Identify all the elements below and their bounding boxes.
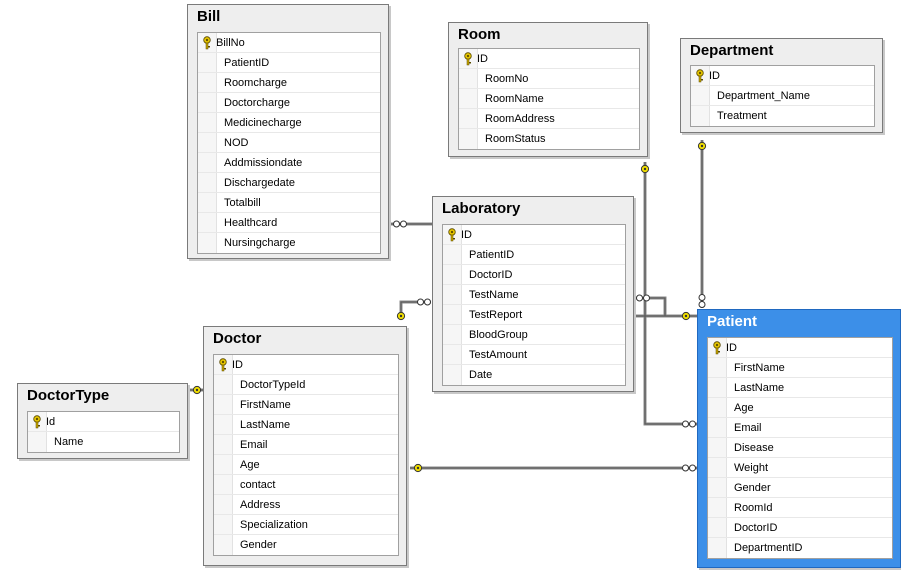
column-row[interactable]: Email bbox=[214, 435, 398, 455]
column-row[interactable]: TestName bbox=[443, 285, 625, 305]
table-department[interactable]: Department ID Department_Name Treatment bbox=[680, 38, 883, 133]
table-bill[interactable]: Bill BillNo PatientID Roomcharge Doctorc… bbox=[187, 4, 389, 259]
column-row[interactable]: DoctorID bbox=[443, 265, 625, 285]
column-row[interactable]: Medicinecharge bbox=[198, 113, 380, 133]
column-row[interactable]: RoomName bbox=[459, 89, 639, 109]
primary-key-icon bbox=[464, 52, 472, 66]
column-row[interactable]: Nursingcharge bbox=[198, 233, 380, 253]
column-row[interactable]: contact bbox=[214, 475, 398, 495]
rel-room-patient[interactable] bbox=[643, 162, 697, 426]
column-row[interactable]: BloodGroup bbox=[443, 325, 625, 345]
column-row[interactable]: Date bbox=[443, 365, 625, 385]
column-row[interactable]: BillNo bbox=[198, 33, 380, 53]
column-row[interactable]: RoomNo bbox=[459, 69, 639, 89]
table-patient[interactable]: Patient ID FirstName LastName Age Email … bbox=[697, 309, 901, 568]
primary-key-icon bbox=[219, 358, 227, 372]
column-row[interactable]: Id bbox=[28, 412, 179, 432]
column-list: Id Name bbox=[27, 411, 180, 453]
column-list: ID Department_Name Treatment bbox=[690, 65, 875, 127]
many-end-icon bbox=[636, 294, 650, 302]
table-title: Doctor bbox=[213, 330, 262, 347]
column-list: ID FirstName LastName Age Email Disease … bbox=[707, 337, 893, 559]
column-row[interactable]: RoomAddress bbox=[459, 109, 639, 129]
table-doctor[interactable]: Doctor ID DoctorTypeId FirstName LastNam… bbox=[203, 326, 407, 566]
one-end-icon bbox=[697, 141, 707, 151]
column-row[interactable]: DoctorID bbox=[708, 518, 892, 538]
primary-key-icon bbox=[203, 36, 211, 50]
column-row[interactable]: Addmissiondate bbox=[198, 153, 380, 173]
one-end-icon bbox=[681, 311, 691, 321]
table-title: DoctorType bbox=[27, 387, 110, 404]
table-title: Department bbox=[690, 42, 774, 59]
column-row[interactable]: PatientID bbox=[198, 53, 380, 73]
column-row[interactable]: Roomcharge bbox=[198, 73, 380, 93]
table-room[interactable]: Room ID RoomNo RoomName RoomAddress Room… bbox=[448, 22, 648, 157]
column-row[interactable]: FirstName bbox=[214, 395, 398, 415]
column-list: ID RoomNo RoomName RoomAddress RoomStatu… bbox=[458, 48, 640, 150]
column-row[interactable]: Department_Name bbox=[691, 86, 874, 106]
one-end-icon bbox=[192, 385, 202, 395]
column-row[interactable]: Address bbox=[214, 495, 398, 515]
primary-key-icon bbox=[33, 415, 41, 429]
column-row[interactable]: Gender bbox=[214, 535, 398, 555]
primary-key-icon bbox=[713, 341, 721, 355]
many-end-icon bbox=[698, 294, 706, 308]
column-row[interactable]: RoomStatus bbox=[459, 129, 639, 149]
column-row[interactable]: ID bbox=[443, 225, 625, 245]
column-list: ID DoctorTypeId FirstName LastName Email… bbox=[213, 354, 399, 556]
table-title: Bill bbox=[197, 8, 221, 25]
column-row[interactable]: Disease bbox=[708, 438, 892, 458]
column-row[interactable]: Treatment bbox=[691, 106, 874, 126]
column-row[interactable]: RoomId bbox=[708, 498, 892, 518]
column-row[interactable]: Age bbox=[708, 398, 892, 418]
column-row[interactable]: Totalbill bbox=[198, 193, 380, 213]
column-row[interactable]: NOD bbox=[198, 133, 380, 153]
column-row[interactable]: Gender bbox=[708, 478, 892, 498]
column-row[interactable]: ID bbox=[708, 338, 892, 358]
table-title: Patient bbox=[707, 313, 758, 330]
column-row[interactable]: Age bbox=[214, 455, 398, 475]
column-row[interactable]: TestAmount bbox=[443, 345, 625, 365]
column-row[interactable]: Dischargedate bbox=[198, 173, 380, 193]
table-doctortype[interactable]: DoctorType Id Name bbox=[17, 383, 188, 459]
column-row[interactable]: Specialization bbox=[214, 515, 398, 535]
column-row[interactable]: Email bbox=[708, 418, 892, 438]
table-title: Room bbox=[458, 26, 501, 43]
many-end-icon bbox=[682, 464, 696, 472]
column-row[interactable]: DepartmentID bbox=[708, 538, 892, 558]
one-end-icon bbox=[413, 463, 423, 473]
primary-key-icon bbox=[696, 69, 704, 83]
primary-key-icon bbox=[448, 228, 456, 242]
column-row[interactable]: ID bbox=[214, 355, 398, 375]
column-row[interactable]: TestReport bbox=[443, 305, 625, 325]
many-end-icon bbox=[393, 220, 407, 228]
one-end-icon bbox=[396, 311, 406, 321]
table-laboratory[interactable]: Laboratory ID PatientID DoctorID TestNam… bbox=[432, 196, 634, 392]
column-row[interactable]: Healthcard bbox=[198, 213, 380, 233]
column-list: BillNo PatientID Roomcharge Doctorcharge… bbox=[197, 32, 381, 254]
column-row[interactable]: ID bbox=[691, 66, 874, 86]
column-row[interactable]: Name bbox=[28, 432, 179, 452]
one-end-icon bbox=[640, 164, 650, 174]
many-end-icon bbox=[417, 298, 431, 306]
many-end-icon bbox=[682, 420, 696, 428]
table-title: Laboratory bbox=[442, 200, 521, 217]
column-row[interactable]: Weight bbox=[708, 458, 892, 478]
column-row[interactable]: LastName bbox=[708, 378, 892, 398]
column-row[interactable]: ID bbox=[459, 49, 639, 69]
column-row[interactable]: PatientID bbox=[443, 245, 625, 265]
column-row[interactable]: FirstName bbox=[708, 358, 892, 378]
column-row[interactable]: Doctorcharge bbox=[198, 93, 380, 113]
column-list: ID PatientID DoctorID TestName TestRepor… bbox=[442, 224, 626, 386]
column-row[interactable]: LastName bbox=[214, 415, 398, 435]
column-row[interactable]: DoctorTypeId bbox=[214, 375, 398, 395]
